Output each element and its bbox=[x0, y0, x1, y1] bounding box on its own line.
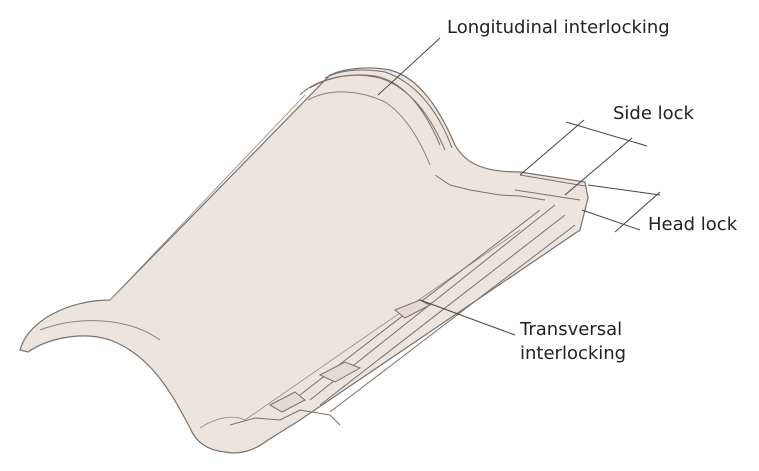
tile-body bbox=[19, 67, 589, 454]
leader-head-lock-3 bbox=[614, 191, 661, 233]
leader-head-lock-2 bbox=[581, 209, 641, 231]
label-transversal-interlocking: Transversal interlocking bbox=[520, 318, 626, 366]
tile-surface-line bbox=[109, 94, 521, 429]
label-transversal-line2: interlocking bbox=[520, 343, 627, 364]
roof-tile bbox=[19, 67, 589, 454]
leader-side-lock-2 bbox=[519, 119, 585, 176]
head-notch bbox=[434, 174, 546, 201]
leader-longitudinal bbox=[377, 37, 441, 96]
label-transversal-line1: Transversal bbox=[520, 319, 623, 340]
transversal-detail bbox=[268, 299, 432, 413]
label-longitudinal-interlocking: Longitudinal interlocking bbox=[447, 17, 670, 38]
leader-side-lock-3 bbox=[564, 137, 633, 196]
leader-side-lock-1 bbox=[565, 121, 648, 147]
leader-lines bbox=[377, 37, 661, 336]
leader-head-lock-1 bbox=[587, 184, 661, 196]
leader-transversal bbox=[419, 299, 516, 336]
label-side-lock: Side lock bbox=[613, 103, 694, 124]
tail-edge-detail bbox=[229, 409, 341, 426]
label-head-lock: Head lock bbox=[648, 214, 738, 235]
tile-crown-edge bbox=[39, 91, 431, 341]
longitudinal-ridges bbox=[299, 69, 453, 151]
